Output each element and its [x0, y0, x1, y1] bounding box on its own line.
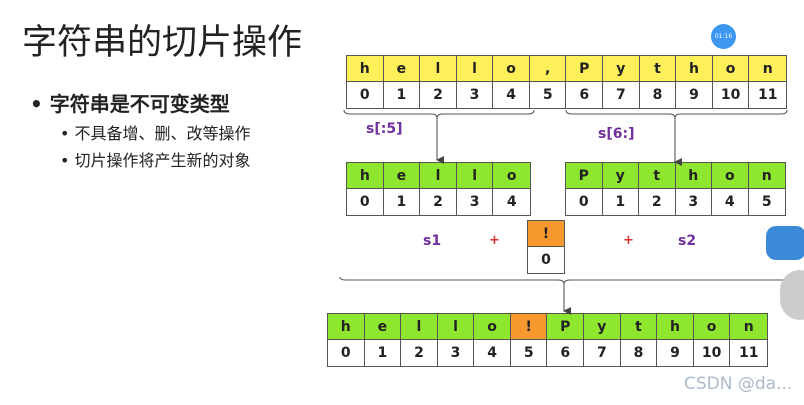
char-cell: o	[493, 163, 530, 189]
watermark: CSDN @da...	[684, 374, 793, 394]
char-cell: !	[510, 314, 548, 340]
slice-label-2: s[6:]	[598, 126, 635, 142]
index-cell: 2	[420, 189, 457, 215]
char-cell: t	[639, 163, 676, 189]
index-cell: 1	[383, 189, 421, 215]
index-cell: 11	[730, 340, 767, 366]
index-cell: 0	[347, 82, 384, 108]
char-cell: e	[383, 56, 421, 82]
bullet-main: • 字符串是不可变类型	[30, 92, 230, 116]
index-cell: 10	[693, 340, 731, 366]
char-cell: l	[401, 314, 438, 340]
bullet-sub-text: 不具备增、删、改等操作	[74, 124, 251, 143]
index-cell: 9	[657, 340, 694, 366]
slide-title: 字符串的切片操作	[22, 23, 303, 63]
char-cell: o	[474, 314, 511, 340]
char-cell: h	[328, 314, 365, 340]
index-cell: 6	[566, 82, 604, 108]
index-cell: 8	[620, 340, 658, 366]
char-cell: o	[712, 163, 749, 189]
side-panel-button[interactable]	[780, 270, 804, 320]
char-cell: h	[657, 314, 694, 340]
brace-left	[343, 109, 535, 119]
brace-right	[565, 109, 788, 119]
char-cell: l	[456, 56, 494, 82]
char-cell: e	[364, 314, 402, 340]
bullet-main-text: 字符串是不可变类型	[49, 92, 230, 116]
index-cell: 5	[510, 340, 548, 366]
char-cell: n	[748, 163, 785, 189]
index-cell: 0	[347, 189, 384, 215]
char-cell: l	[437, 314, 475, 340]
char-cell: n	[749, 56, 786, 82]
index-cell: 4	[474, 340, 511, 366]
char-cell: y	[602, 163, 639, 189]
index-cell: 7	[603, 82, 640, 108]
char-cell: n	[730, 314, 767, 340]
char-cell: h	[347, 163, 384, 189]
index-cell: 6	[547, 340, 585, 366]
plus-sign-2: +	[623, 233, 634, 248]
char-cell: P	[566, 56, 604, 82]
index-cell: 0	[566, 189, 603, 215]
char-cell: y	[584, 314, 621, 340]
char-cell: h	[676, 56, 713, 82]
index-cell: 8	[639, 82, 677, 108]
brace-bottom	[339, 276, 790, 285]
s2-label: s2	[678, 233, 697, 249]
char-cell: !	[528, 221, 564, 247]
index-cell: 3	[456, 82, 494, 108]
char-cell: y	[603, 56, 640, 82]
char-cell: ,	[529, 56, 567, 82]
index-cell: 3	[437, 340, 475, 366]
index-cell: 5	[529, 82, 567, 108]
char-cell: l	[420, 56, 457, 82]
char-cell: l	[456, 163, 494, 189]
index-cell: 4	[493, 189, 530, 215]
index-cell: 3	[675, 189, 712, 215]
index-cell: 0	[328, 340, 365, 366]
char-cell: t	[620, 314, 658, 340]
bullet-sub-text: 切片操作将产生新的对象	[74, 151, 251, 170]
music-app-icon[interactable]	[766, 226, 804, 260]
index-cell: 2	[420, 82, 457, 108]
char-cell: e	[383, 163, 421, 189]
char-cell: o	[693, 314, 731, 340]
index-cell: 1	[602, 189, 639, 215]
plus-sign-1: +	[489, 233, 500, 248]
index-cell: 11	[749, 82, 786, 108]
index-cell: 4	[712, 189, 749, 215]
index-cell: 2	[639, 189, 676, 215]
char-cell: P	[566, 163, 603, 189]
exclamation-table: !0	[527, 220, 565, 274]
char-cell: o	[712, 56, 750, 82]
index-cell: 5	[748, 189, 785, 215]
index-cell: 1	[364, 340, 402, 366]
bullet-sub-1: • 不具备增、删、改等操作	[60, 124, 251, 143]
char-cell: o	[493, 56, 530, 82]
index-cell: 9	[676, 82, 713, 108]
char-cell: t	[639, 56, 677, 82]
index-cell: 1	[383, 82, 421, 108]
slice-label-1: s[:5]	[366, 121, 403, 137]
char-cell: P	[547, 314, 585, 340]
index-cell: 7	[584, 340, 621, 366]
index-cell: 3	[456, 189, 494, 215]
bullet-sub-2: • 切片操作将产生新的对象	[60, 151, 251, 170]
index-cell: 0	[528, 247, 564, 273]
timer-badge[interactable]: 01:16	[711, 24, 736, 49]
index-cell: 4	[493, 82, 530, 108]
index-cell: 2	[401, 340, 438, 366]
index-cell: 10	[712, 82, 750, 108]
char-cell: h	[347, 56, 384, 82]
char-cell: h	[675, 163, 712, 189]
s1-label: s1	[423, 233, 442, 249]
char-cell: l	[420, 163, 457, 189]
